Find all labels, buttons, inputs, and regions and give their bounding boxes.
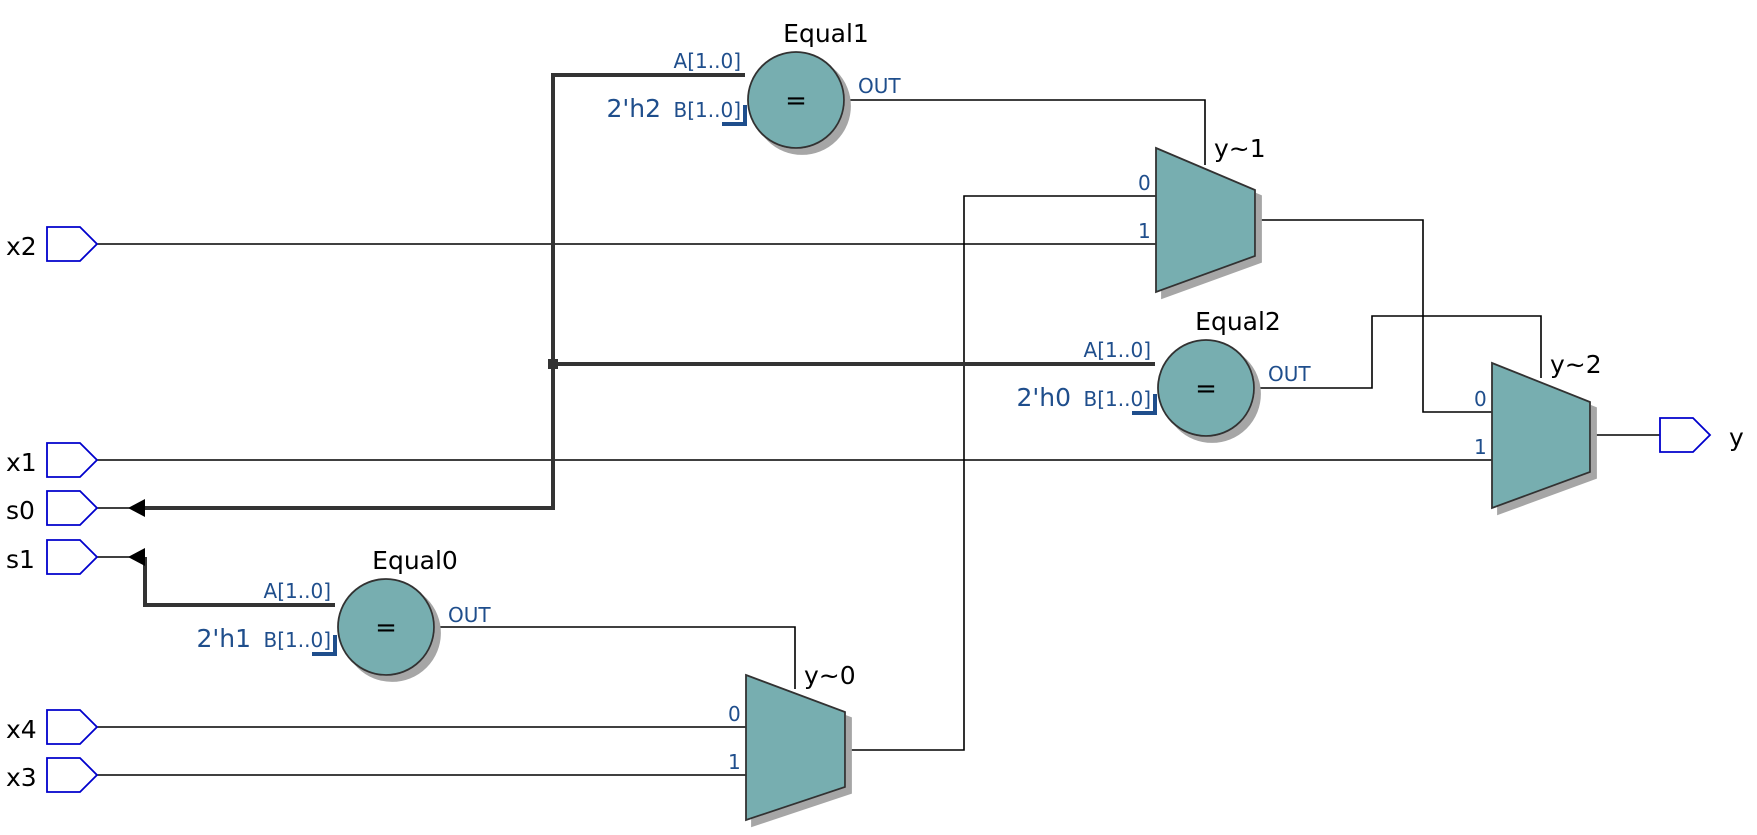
bus-arrow-s1 — [128, 548, 145, 566]
constant-value: 2'h1 — [196, 624, 251, 653]
mux-in1-label: 1 — [1474, 435, 1487, 459]
input-pin-x1[interactable] — [46, 442, 99, 478]
wires — [97, 99, 1660, 776]
constant-stubs — [312, 105, 1157, 656]
input-pins — [46, 226, 99, 793]
mux-in0-label: 0 — [728, 702, 741, 726]
mux-name: y~1 — [1214, 134, 1266, 163]
comparator-symbol: = — [375, 613, 397, 643]
input-pin-x4[interactable] — [46, 709, 99, 745]
comparator-equal0[interactable]: = Equal0 A[1..0] B[1..0] 2'h1 OUT — [196, 546, 491, 676]
port-out-label: OUT — [858, 74, 901, 98]
mux-body — [1155, 146, 1256, 294]
mux-y0[interactable]: y~0 0 1 — [728, 661, 856, 822]
comparator-name: Equal1 — [783, 19, 869, 48]
comparator-symbol: = — [1195, 374, 1217, 404]
input-pin-x2[interactable] — [46, 226, 99, 262]
stub-equal2-b — [1132, 394, 1157, 415]
mux-in0-label: 0 — [1138, 171, 1151, 195]
output-label-y: y — [1729, 423, 1744, 452]
mux-in1-label: 1 — [1138, 219, 1151, 243]
mux-y1[interactable]: y~1 0 1 — [1138, 134, 1266, 294]
mux-body — [1491, 361, 1591, 510]
port-a-label: A[1..0] — [674, 49, 741, 73]
wire-equal0-out-to-mux0-sel — [438, 626, 796, 689]
bus-s0-to-equal1 — [145, 73, 745, 510]
mux-name: y~2 — [1550, 350, 1602, 379]
input-label-x3: x3 — [6, 763, 37, 792]
bus-junction — [548, 359, 558, 369]
port-b-label: B[1..0] — [1084, 387, 1152, 411]
comparator-symbol: = — [785, 86, 807, 116]
mux-in0-label: 0 — [1474, 387, 1487, 411]
port-b-label: B[1..0] — [264, 628, 332, 652]
input-pin-s1[interactable] — [46, 539, 99, 575]
comparator-body — [1157, 339, 1255, 437]
input-label-s0: s0 — [6, 496, 35, 525]
input-label-x1: x1 — [6, 448, 37, 477]
constant-value: 2'h0 — [1016, 383, 1071, 412]
comparator-name: Equal2 — [1195, 307, 1281, 336]
input-label-x4: x4 — [6, 715, 37, 744]
port-out-label: OUT — [448, 603, 491, 627]
mux-in1-label: 1 — [728, 750, 741, 774]
mux-y2[interactable]: y~2 0 1 — [1474, 350, 1602, 510]
comparator-equal1[interactable]: = Equal1 A[1..0] B[1..0] 2'h2 OUT — [606, 19, 901, 149]
wire-equal1-out-to-mux1-sel — [847, 99, 1206, 165]
input-pin-s0[interactable] — [46, 490, 99, 526]
comparator-equal2[interactable]: = Equal2 A[1..0] B[1..0] 2'h0 OUT — [1016, 307, 1311, 437]
port-out-label: OUT — [1268, 362, 1311, 386]
comparator-body — [747, 51, 845, 149]
buses — [143, 73, 1155, 607]
stub-equal1-b — [722, 105, 747, 126]
bus-arrow-s0 — [128, 499, 145, 517]
mux-name: y~0 — [804, 661, 856, 690]
comparator-body — [337, 578, 435, 676]
output-pin-y[interactable] — [1659, 417, 1712, 453]
port-a-label: A[1..0] — [264, 579, 331, 603]
stub-equal0-b — [312, 635, 337, 656]
comparator-name: Equal0 — [372, 546, 458, 575]
wire-mux0-out-to-mux1-in0 — [845, 195, 1156, 751]
input-pin-x3[interactable] — [46, 757, 99, 793]
port-a-label: A[1..0] — [1084, 338, 1151, 362]
wire-equal2-out-to-mux2-sel — [1257, 315, 1542, 389]
bus-s1-to-equal0 — [143, 557, 335, 607]
input-label-x2: x2 — [6, 232, 37, 261]
port-b-label: B[1..0] — [674, 98, 742, 122]
input-label-s1: s1 — [6, 545, 35, 574]
constant-value: 2'h2 — [606, 94, 661, 123]
mux-body — [745, 673, 846, 822]
